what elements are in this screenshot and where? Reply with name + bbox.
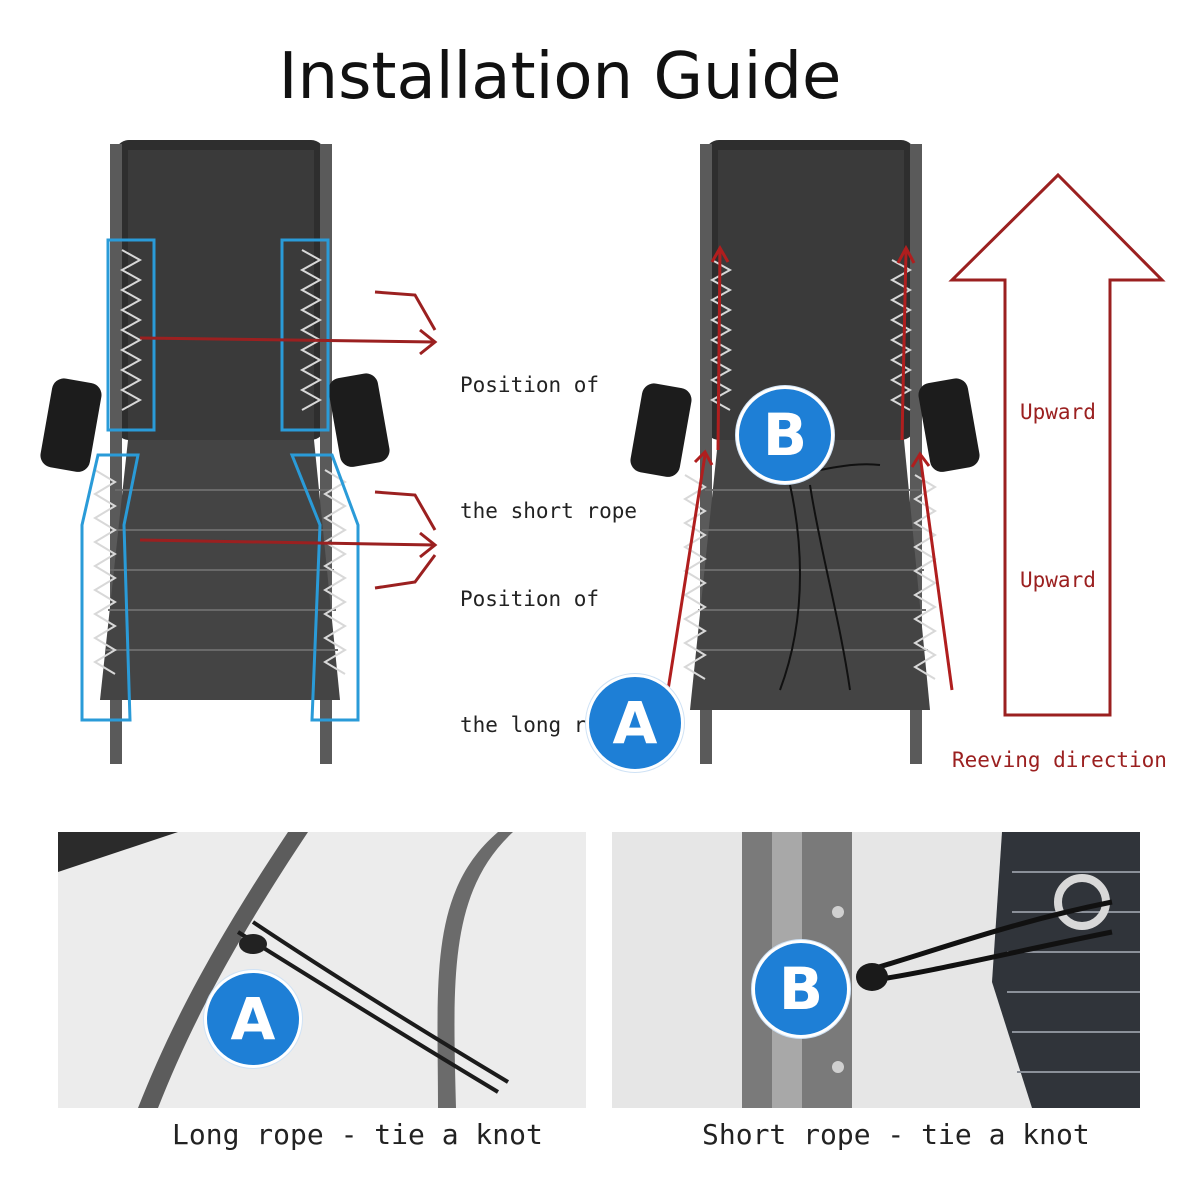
badge-a-top: A (586, 674, 684, 772)
long-rope-highlight-left (80, 453, 140, 722)
short-rope-knot-photo (612, 832, 1140, 1108)
badge-b-top: B (736, 386, 834, 484)
badge-a-bottom: A (204, 970, 302, 1068)
short-rope-caption: Short rope - tie a knot (702, 1118, 1090, 1151)
reeving-direction-arrow (948, 172, 1166, 717)
chair-illustration-right (630, 140, 1166, 764)
page-title: Installation Guide (278, 40, 842, 114)
badge-b-bottom: B (752, 940, 850, 1038)
short-rope-label: Position of the short rope (460, 280, 637, 616)
short-rope-highlight-right (280, 238, 330, 432)
long-rope-caption: Long rope - tie a knot (172, 1118, 543, 1151)
left-chair-panel: Position of the short rope Position of t… (40, 130, 640, 780)
long-rope-knot-panel: A (58, 832, 586, 1108)
long-rope-knot-photo (58, 832, 586, 1108)
short-rope-knot-panel: B (612, 832, 1140, 1108)
right-chair-panel: Upward Upward Reeving direction B A (580, 130, 1180, 780)
long-rope-label: Position of the long rope (460, 494, 624, 830)
short-rope-label-line1: Position of (460, 373, 600, 397)
upward-label-top: Upward (1020, 400, 1096, 424)
upward-label-bottom: Upward (1020, 568, 1096, 592)
reeving-direction-label: Reeving direction (952, 748, 1167, 772)
long-rope-highlight-right (289, 453, 360, 722)
chair-illustration-left (40, 140, 438, 764)
short-rope-label-line2: the short rope (460, 499, 638, 523)
long-rope-label-line1: Position of (460, 587, 600, 611)
short-rope-highlight-left (106, 238, 156, 432)
